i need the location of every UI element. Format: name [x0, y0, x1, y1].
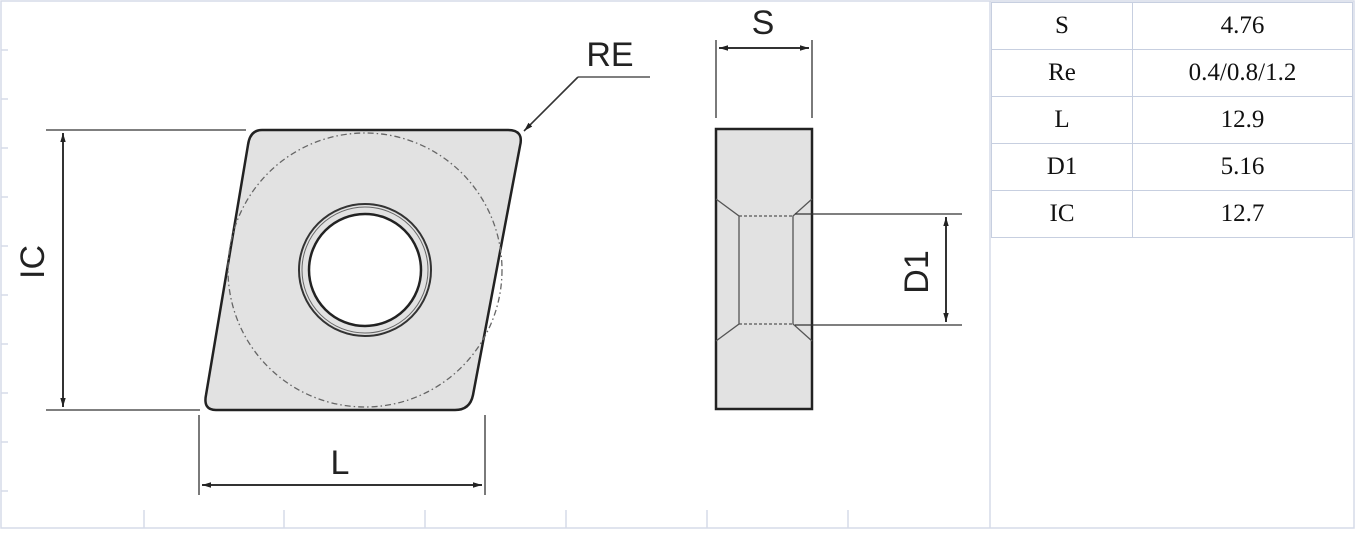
spec-key: D1 [991, 143, 1133, 191]
spec-key: S [991, 2, 1133, 50]
l-dimension [198, 415, 486, 495]
table-row: S 4.76 [991, 2, 1353, 50]
side-body [714, 127, 814, 411]
center-hole [307, 212, 423, 328]
table-row: Re 0.4/0.8/1.2 [991, 49, 1353, 97]
spec-value: 0.4/0.8/1.2 [1132, 49, 1353, 97]
s-dimension [715, 40, 813, 118]
hole-chamfer [301, 206, 429, 334]
re-leader [523, 76, 650, 132]
spec-key: IC [991, 190, 1133, 238]
l-label: L [331, 444, 350, 482]
table-row: D1 5.16 [991, 143, 1353, 191]
insert-side-view [714, 127, 814, 411]
re-label: RE [586, 36, 633, 74]
spec-table: S 4.76 Re 0.4/0.8/1.2 L 12.9 D1 5.16 IC … [991, 2, 1353, 238]
s-label: S [752, 4, 775, 42]
spec-value: 4.76 [1132, 2, 1353, 50]
inscribed-circle [227, 132, 503, 408]
spec-value: 12.9 [1132, 96, 1353, 144]
spec-value: 12.7 [1132, 190, 1353, 238]
spec-key: L [991, 96, 1133, 144]
d1-label: D1 [898, 250, 936, 293]
table-row: IC 12.7 [991, 190, 1353, 238]
ic-dimension [46, 129, 246, 411]
spec-key: Re [991, 49, 1133, 97]
insert-front-view [204, 128, 522, 412]
d1-dimension [795, 213, 962, 326]
table-row: L 12.9 [991, 96, 1353, 144]
spec-value: 5.16 [1132, 143, 1353, 191]
ic-label: IC [14, 245, 52, 279]
